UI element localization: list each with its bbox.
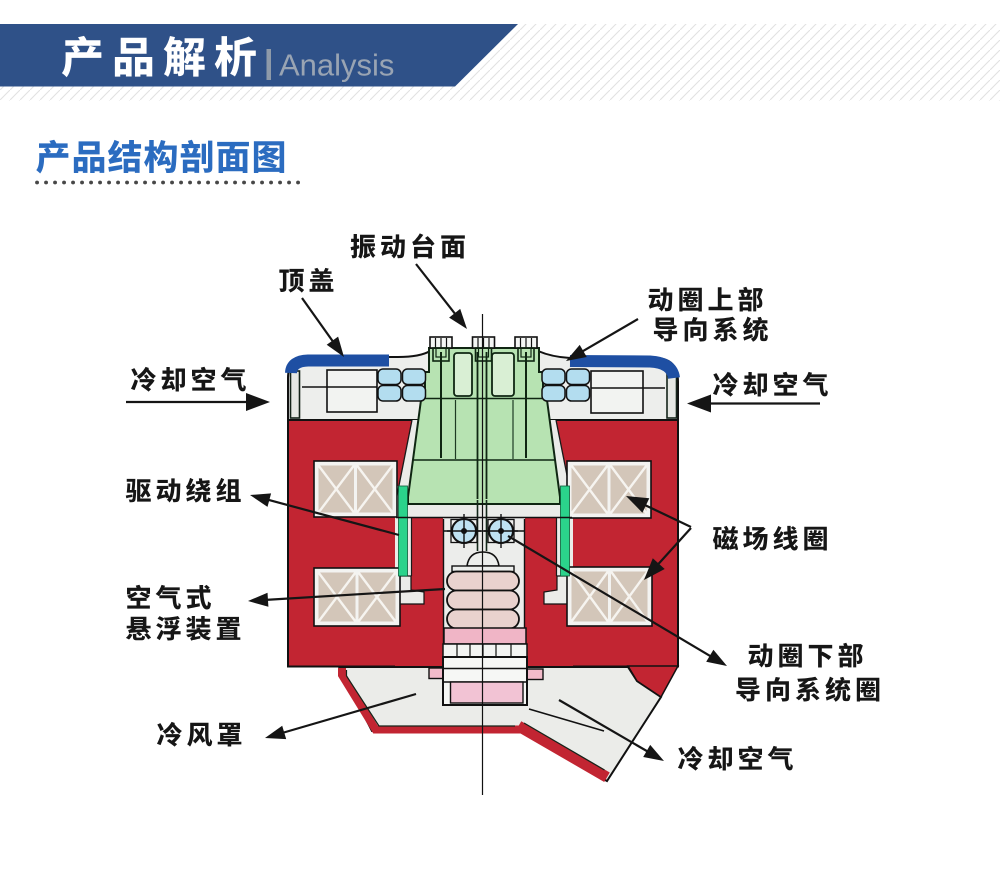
svg-text:Analysis: Analysis: [279, 48, 394, 83]
